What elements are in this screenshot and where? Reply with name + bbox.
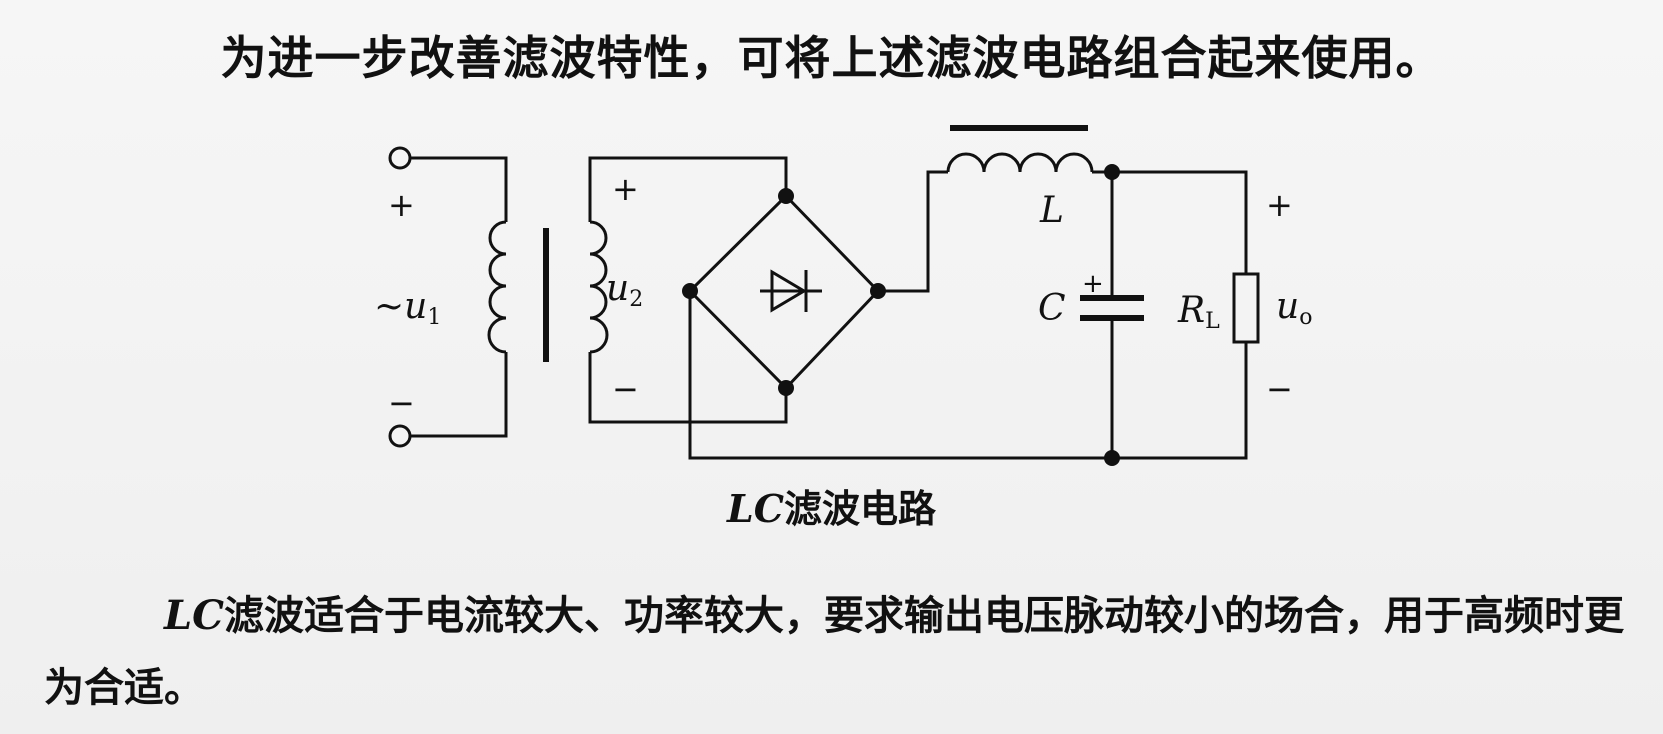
caption-text: 滤波电路 bbox=[783, 487, 936, 531]
primary-bottom-wire bbox=[410, 352, 508, 438]
secondary-voltage-label: u2 bbox=[606, 268, 643, 312]
diode-icon bbox=[760, 269, 822, 313]
inductor-coil bbox=[946, 152, 1094, 173]
bridge-node-bottom bbox=[778, 380, 794, 396]
capacitor-plus-sign: + bbox=[1082, 269, 1104, 299]
description-italic: LC bbox=[164, 592, 224, 639]
output-node-bottom bbox=[1104, 450, 1120, 466]
input-plus-sign: + bbox=[388, 186, 415, 224]
primary-winding bbox=[487, 220, 507, 354]
output-wire-to-inductor bbox=[878, 170, 948, 293]
output-plus-sign: + bbox=[1266, 186, 1293, 224]
load-resistor-label: RL bbox=[1177, 290, 1220, 334]
output-voltage-label: uo bbox=[1276, 286, 1312, 330]
capacitor-label: C bbox=[1038, 288, 1066, 329]
description-paragraph: LC滤波适合于电流较大、功率较大，要求输出电压脉动较小的场合，用于高频时更为合适… bbox=[44, 580, 1634, 724]
return-wire bbox=[688, 291, 1248, 460]
description-text: 滤波适合于电流较大、功率较大，要求输出电压脉动较小的场合，用于高频时更为合适。 bbox=[44, 593, 1624, 711]
inductor-label: L bbox=[1039, 190, 1064, 231]
diagram-caption: LC滤波电路 bbox=[0, 478, 1663, 533]
bridge-node-top bbox=[778, 188, 794, 204]
load-resistor bbox=[1232, 272, 1260, 344]
slide-title: 为进一步改善滤波特性，可将上述滤波电路组合起来使用。 bbox=[220, 31, 1443, 85]
secondary-winding bbox=[589, 220, 609, 354]
secondary-minus-sign: − bbox=[612, 370, 639, 408]
inductor-out-wire bbox=[1092, 170, 1248, 274]
secondary-bottom-wire bbox=[588, 352, 788, 424]
caption-italic: LC bbox=[727, 486, 784, 531]
input-minus-sign: − bbox=[388, 384, 415, 422]
secondary-top-wire bbox=[588, 156, 788, 222]
secondary-plus-sign: + bbox=[612, 170, 639, 208]
primary-top-wire bbox=[410, 156, 508, 222]
input-voltage-label: ~u1 bbox=[374, 286, 441, 330]
input-terminal-top bbox=[388, 146, 412, 170]
input-terminal-bottom bbox=[388, 424, 412, 448]
output-minus-sign: − bbox=[1266, 370, 1293, 408]
